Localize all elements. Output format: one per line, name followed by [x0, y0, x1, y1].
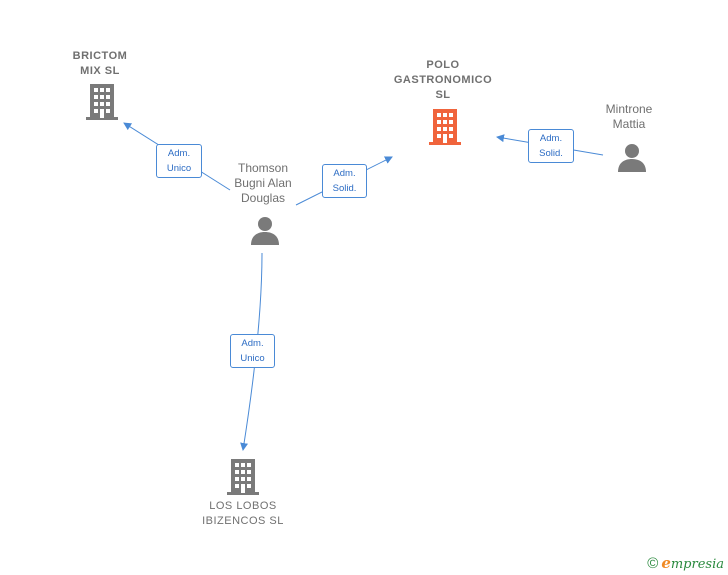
person-icon[interactable] — [617, 143, 647, 173]
node-label-lobos[interactable]: LOS LOBOS IBIZENCOS SL — [202, 500, 284, 527]
footer-brand[interactable]: © empresia — [647, 554, 724, 572]
node-label-thomson[interactable]: Thomson Bugni Alan Douglas — [234, 161, 292, 205]
building-icon[interactable] — [86, 84, 118, 120]
edge-label-mintrone-polo: Adm. Solid. — [528, 129, 574, 163]
node-label-polo[interactable]: POLO GASTRONOMICO SL — [393, 59, 493, 101]
edge-label-thomson-polo: Adm. Solid. — [322, 164, 367, 198]
node-label-brictom[interactable]: BRICTOM MIX SL — [72, 50, 128, 77]
brand-logo: empresia — [661, 554, 724, 572]
edge-label-thomson-lobos: Adm. Unico — [230, 334, 275, 368]
building-icon[interactable] — [227, 459, 259, 495]
building-icon[interactable] — [429, 109, 461, 145]
node-label-mintrone[interactable]: Mintrone Mattia — [605, 102, 653, 131]
person-icon[interactable] — [250, 216, 280, 246]
edge-label-thomson-brictom: Adm. Unico — [156, 144, 202, 178]
copyright-icon: © — [647, 554, 659, 572]
